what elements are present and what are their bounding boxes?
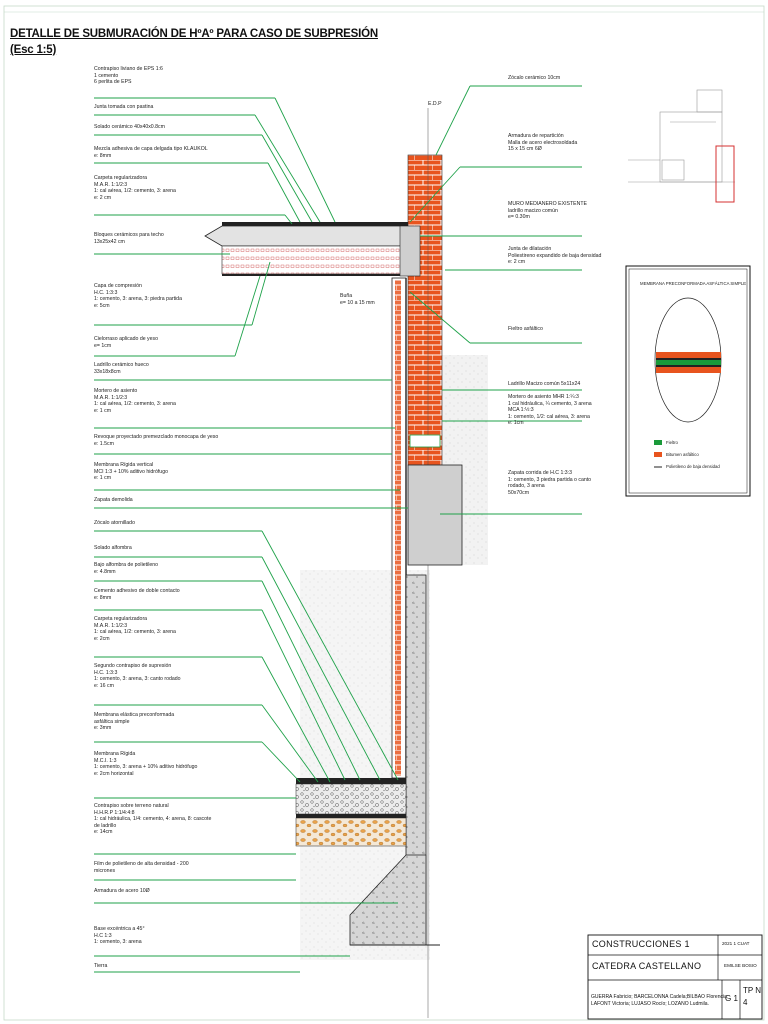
legend-membrana-title: MEMBRANA PRECONFORMADA ASFÁLTICA SIMPLE xyxy=(640,281,747,286)
label-zapata-demolida: Zapata demolida xyxy=(94,497,133,503)
legend-item-fieltro: Fieltro xyxy=(666,440,678,445)
label-zocalo-atornillado: Zócalo atornillado xyxy=(94,520,135,526)
title-block-chair: CATEDRA CASTELLANO xyxy=(592,961,702,971)
title-block-period: 2021 1 CUAT xyxy=(722,941,750,946)
label-solado-ceramico: Solado cerámico 40x40x0.8cm xyxy=(94,124,165,130)
title-block-group: G 1 xyxy=(725,994,738,1003)
legend-item-polietileno: Polietileno de baja densidad xyxy=(666,464,720,469)
drawing-title-line1: DETALLE DE SUBMURACIÓN DE HºAº PARA CASO… xyxy=(10,28,378,40)
title-block-students: GUERRA Fabricio; BARCELONNA Cadela;BILBA… xyxy=(591,994,729,1007)
drawing-scale: (Esc 1:5) xyxy=(10,44,57,56)
label-junta-pastina: Junta tomada con pastina xyxy=(94,104,154,110)
label-ladrillo-macizo: Ladrillo Macizo común 5x11x24 xyxy=(508,381,581,387)
label-zocalo-ceramico: Zócalo cerámico 10cm xyxy=(508,75,561,81)
label-fieltro-asfaltico: Fieltro asfáltico xyxy=(508,326,543,332)
legend-item-bitumen: Bitumen asfáltico xyxy=(666,452,699,457)
label-film-polietileno: Film de polietileno de alta densidad - 2… xyxy=(94,861,189,874)
title-block-teacher: EMILSE BOSIO xyxy=(724,963,757,968)
label-revoque-proyectado: Revoque proyectado premezclado monocapa … xyxy=(94,434,219,447)
title-block-course: CONSTRUCCIONES 1 xyxy=(592,939,690,949)
label-armadura-acero: Armadura de acero 10Ø xyxy=(94,888,150,894)
label-tierra: Tierra xyxy=(94,963,108,969)
label-solado-alfombra: Solado alfombra xyxy=(94,545,132,551)
label-edp: E.D.P xyxy=(428,101,442,107)
drawing-title: DETALLE DE SUBMURACIÓN DE HºAº PARA CASO… xyxy=(10,26,378,58)
label-mezcla-adhesiva: Mezcla adhesiva de capa delgada tipo KLA… xyxy=(94,146,208,159)
